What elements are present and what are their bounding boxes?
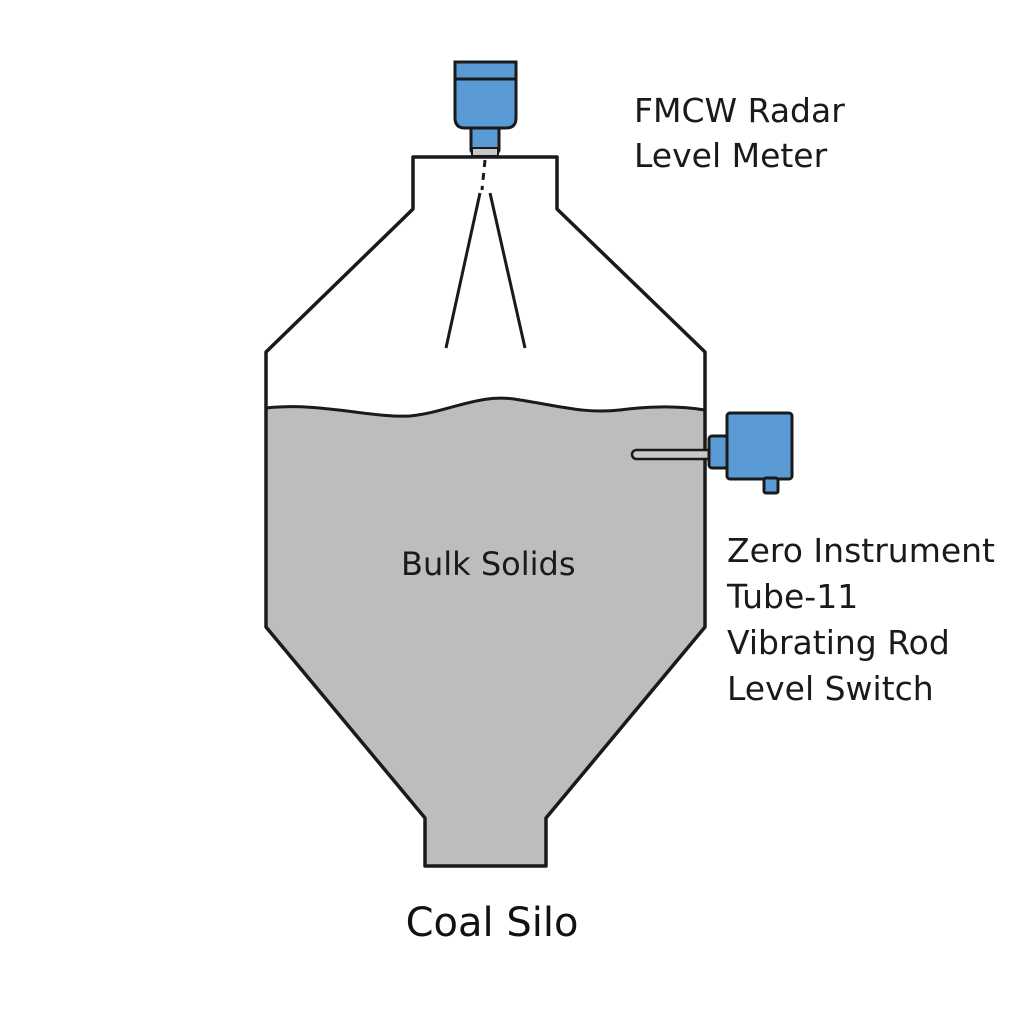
diagram-title: Coal Silo (405, 900, 579, 946)
radar-level-meter-icon (453, 60, 518, 157)
vibrating-rod-level-switch-icon (630, 411, 794, 495)
bulk-solids-fill (266, 398, 705, 866)
radar-label-line-1: FMCW Radar (634, 91, 845, 130)
radar-label-line-2: Level Meter (634, 136, 828, 175)
level-switch-label: Zero Instrument Tube-11 Vibrating Rod Le… (727, 528, 995, 712)
silo-outline (264, 155, 707, 868)
switch-label-line-3: Vibrating Rod (727, 623, 950, 662)
solids-surface-line (265, 396, 706, 418)
switch-label-line-1: Zero Instrument (727, 531, 995, 570)
switch-label-line-4: Level Switch (727, 669, 934, 708)
switch-label-line-2: Tube-11 (727, 577, 859, 616)
radar-beam (444, 159, 527, 349)
radar-meter-label: FMCW Radar Level Meter (634, 88, 845, 178)
bulk-solids-label: Bulk Solids (401, 545, 576, 583)
